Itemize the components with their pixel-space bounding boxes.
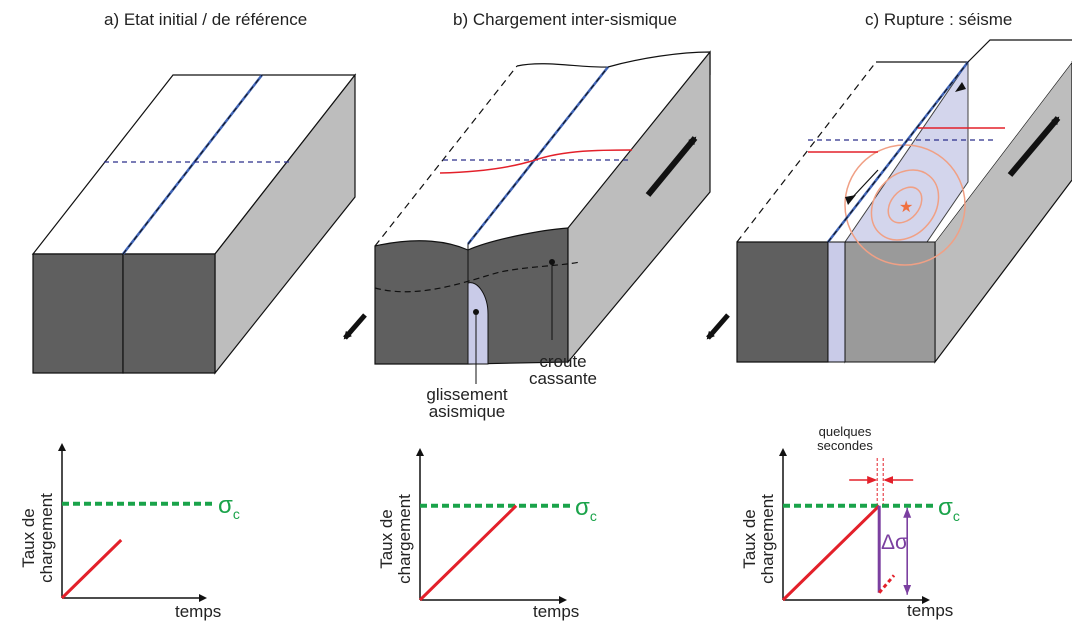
block-c-top-right-outline <box>967 39 1072 63</box>
block-a-front-left <box>32 253 124 374</box>
graph-c-ylabel-line1: Taux de <box>740 509 759 569</box>
fault-trace-b-dash <box>467 66 609 245</box>
graph-c-axes <box>779 448 930 604</box>
panel-b-title: b) Chargement inter-sismique <box>453 10 677 29</box>
glissement-label-line1: glissement <box>426 385 508 404</box>
graph-a-ylabel-line1: Taux de <box>19 508 38 568</box>
block-a <box>31 73 357 375</box>
slip-arrow-c-top <box>955 82 966 92</box>
loading-line-a <box>60 538 123 600</box>
graph-c-xlabel: temps <box>907 601 954 620</box>
block-b-top <box>375 61 710 250</box>
graph-b-ylabel-line1: Taux de <box>377 509 396 569</box>
rupture-ring-outer <box>844 144 966 266</box>
graph-a-ylabel: Taux de chargement <box>19 483 56 593</box>
brittle-ductile-transition <box>374 261 581 293</box>
block-b-side <box>567 50 711 364</box>
fault-trace-c-dash <box>827 61 969 243</box>
motion-arrow-c-left <box>706 313 730 340</box>
rupture-ring-inner <box>887 186 923 224</box>
block-c-fault-strip <box>827 241 846 363</box>
slip-arrow-c-bottom-shaft <box>849 169 879 201</box>
block-c-front-right <box>844 241 936 363</box>
block-a-front-right <box>122 253 216 374</box>
fault-trace-a-dash <box>122 74 263 255</box>
graph-b-axes <box>416 448 567 604</box>
block-c-top-left-edge <box>736 61 877 243</box>
graph-c-ylabel: Taux de chargement <box>740 484 777 594</box>
reloading-line-c <box>878 574 896 594</box>
timing-label: quelques secondes <box>810 425 880 453</box>
loading-line-b <box>418 504 518 602</box>
rupture-ring-mid <box>870 169 940 241</box>
graph-c-threshold-label: σc <box>938 494 960 524</box>
panel-a-title: a) Etat initial / de référence <box>104 10 308 29</box>
block-b-top-outline <box>516 51 711 75</box>
graph-b-threshold-label: σc <box>575 494 597 524</box>
timing-label-line1: quelques <box>818 424 872 439</box>
croute-label-line2: cassante <box>528 369 598 388</box>
glissement-zone <box>467 282 489 365</box>
stress-drop-label: Δσ <box>881 531 908 554</box>
graph-b-ylabel: Taux de chargement <box>377 484 414 594</box>
block-b-left-edge-dash <box>374 65 518 247</box>
graph-a-xlabel: temps <box>175 602 222 621</box>
graph-a-threshold-label: σc <box>218 492 240 522</box>
motion-arrow-c-right <box>1007 116 1061 177</box>
loading-line-c <box>781 504 881 602</box>
motion-arrow-b-right <box>645 136 698 197</box>
croute-label-line1: croute <box>539 352 587 371</box>
glissement-label-line2: asismique <box>428 402 506 421</box>
graph-b-xlabel: temps <box>533 602 580 621</box>
motion-arrow-b-left <box>343 313 367 340</box>
deformed-line-b <box>439 149 633 174</box>
block-b <box>374 50 711 365</box>
block-c-front-left <box>736 241 829 363</box>
graph-a-ylabel-line2: chargement <box>37 493 56 583</box>
hypocenter-star-icon: ★ <box>899 197 913 216</box>
glissement-label: glissement asismique <box>412 386 522 420</box>
panel-c-title: c) Rupture : séisme <box>865 10 1013 29</box>
timing-label-line2: secondes <box>817 438 873 453</box>
croute-label: croute cassante <box>528 353 598 387</box>
graph-a-axes <box>58 443 207 602</box>
graph-b-ylabel-line2: chargement <box>395 494 414 584</box>
graph-c-ylabel-line2: chargement <box>758 494 777 584</box>
